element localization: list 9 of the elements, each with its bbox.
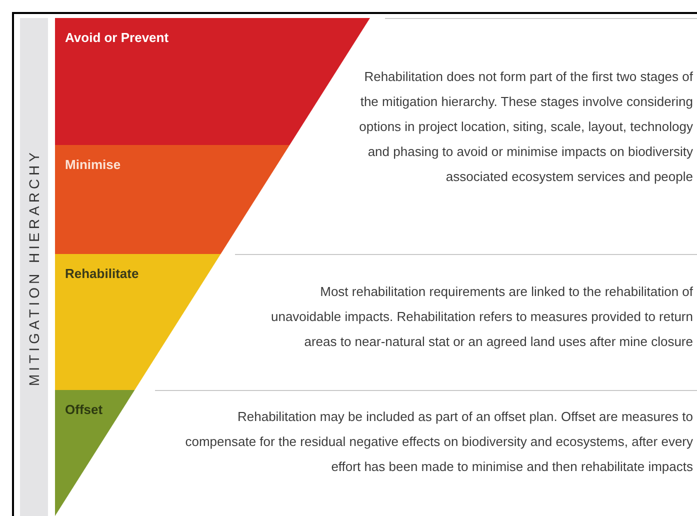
description-text: Rehabilitation does not form part of the first two stages of the mitigation hierarchy. These stages involve considering options in project location, siting, scale, layout, technology and phasing to avoid or minimise impacts on biodiversity associated ecosystem services and people bbox=[358, 68, 693, 186]
description-text: Rehabilitation may be included as part of an offset plan. Offset are measures to compensate for the residual negative effects on biodiversity and ecosystems, after every effort has been made to minimise and then rehabilitate impacts bbox=[184, 408, 693, 476]
description-text: Most rehabilitation requirements are linked to the rehabilitation of unavoidable impacts. Rehabilitation refers to measures provided to return areas to near-natural stat or an agreed land uses after mine closure bbox=[270, 283, 693, 351]
stage-label: Minimise bbox=[65, 156, 121, 174]
stage-label: Avoid or Prevent bbox=[65, 29, 169, 47]
stage-label: Offset bbox=[65, 401, 103, 419]
stage-label: Rehabilitate bbox=[65, 265, 139, 283]
side-band bbox=[20, 18, 48, 516]
axis-title: MITIGATION HIERARCHY bbox=[24, 148, 42, 386]
